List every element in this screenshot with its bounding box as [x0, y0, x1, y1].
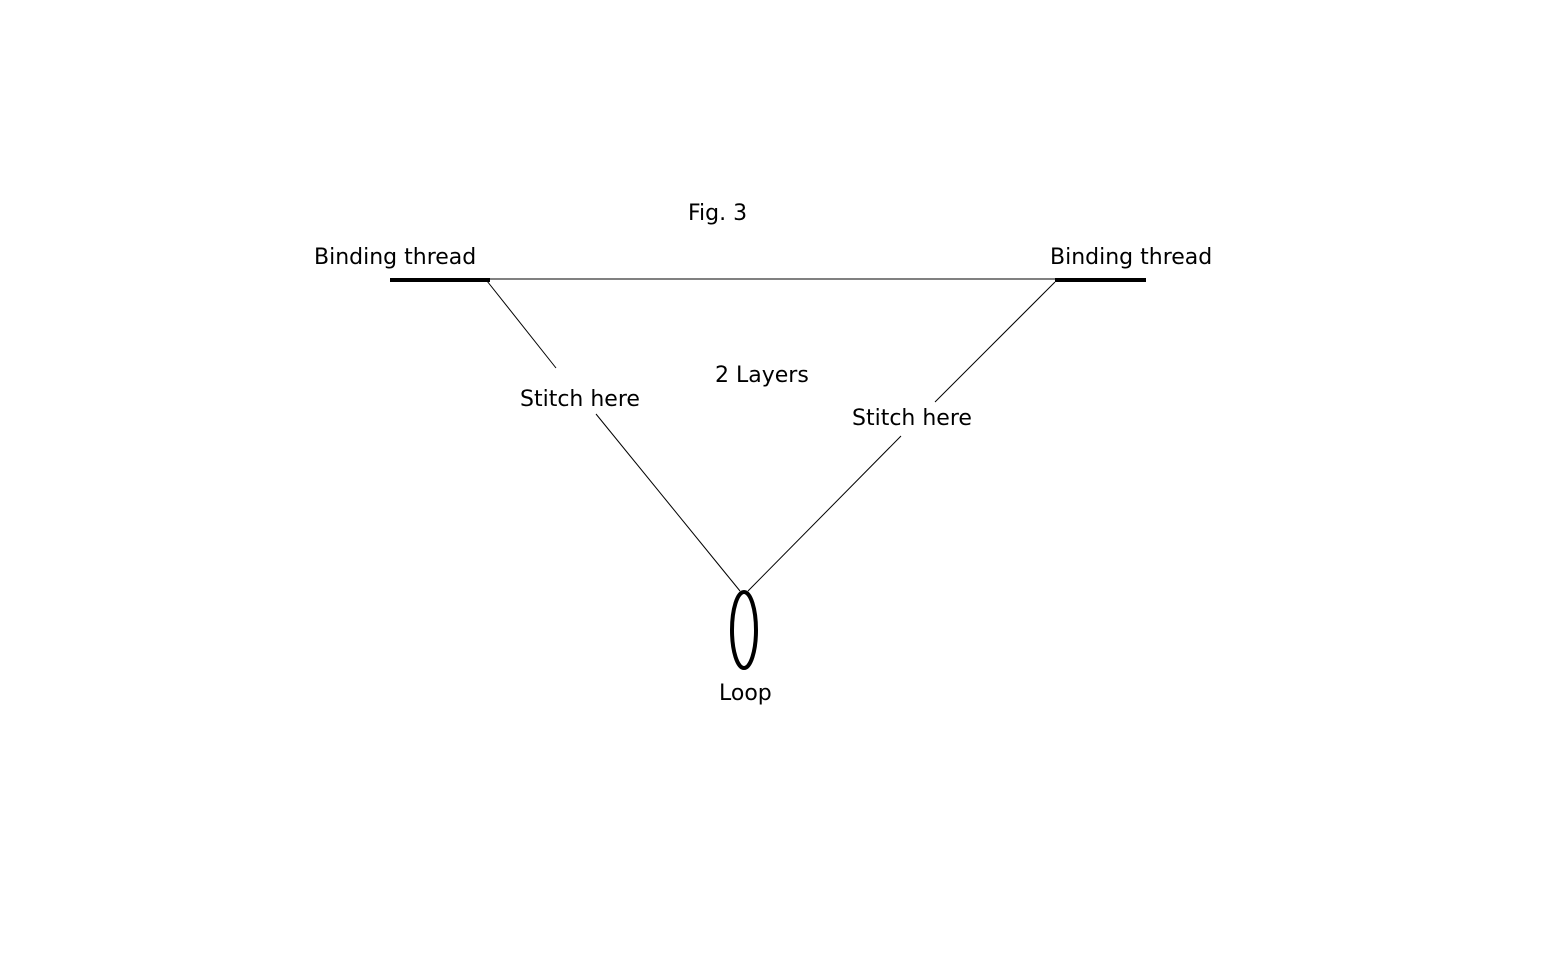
binding-thread-label-right: Binding thread	[1050, 245, 1212, 270]
stitch-line-left-lower	[595, 413, 741, 592]
binding-thread-label-left: Binding thread	[314, 245, 476, 270]
loop-ellipse	[730, 590, 758, 670]
stitch-line-right-lower	[747, 435, 902, 592]
figure-title: Fig. 3	[688, 201, 747, 226]
loop-label: Loop	[719, 681, 772, 706]
stitch-line-right-upper	[934, 281, 1056, 403]
stitch-label-right: Stitch here	[852, 406, 972, 431]
stitch-label-left: Stitch here	[520, 387, 640, 412]
layers-label: 2 Layers	[715, 363, 809, 388]
stitch-line-left-upper	[486, 280, 557, 369]
